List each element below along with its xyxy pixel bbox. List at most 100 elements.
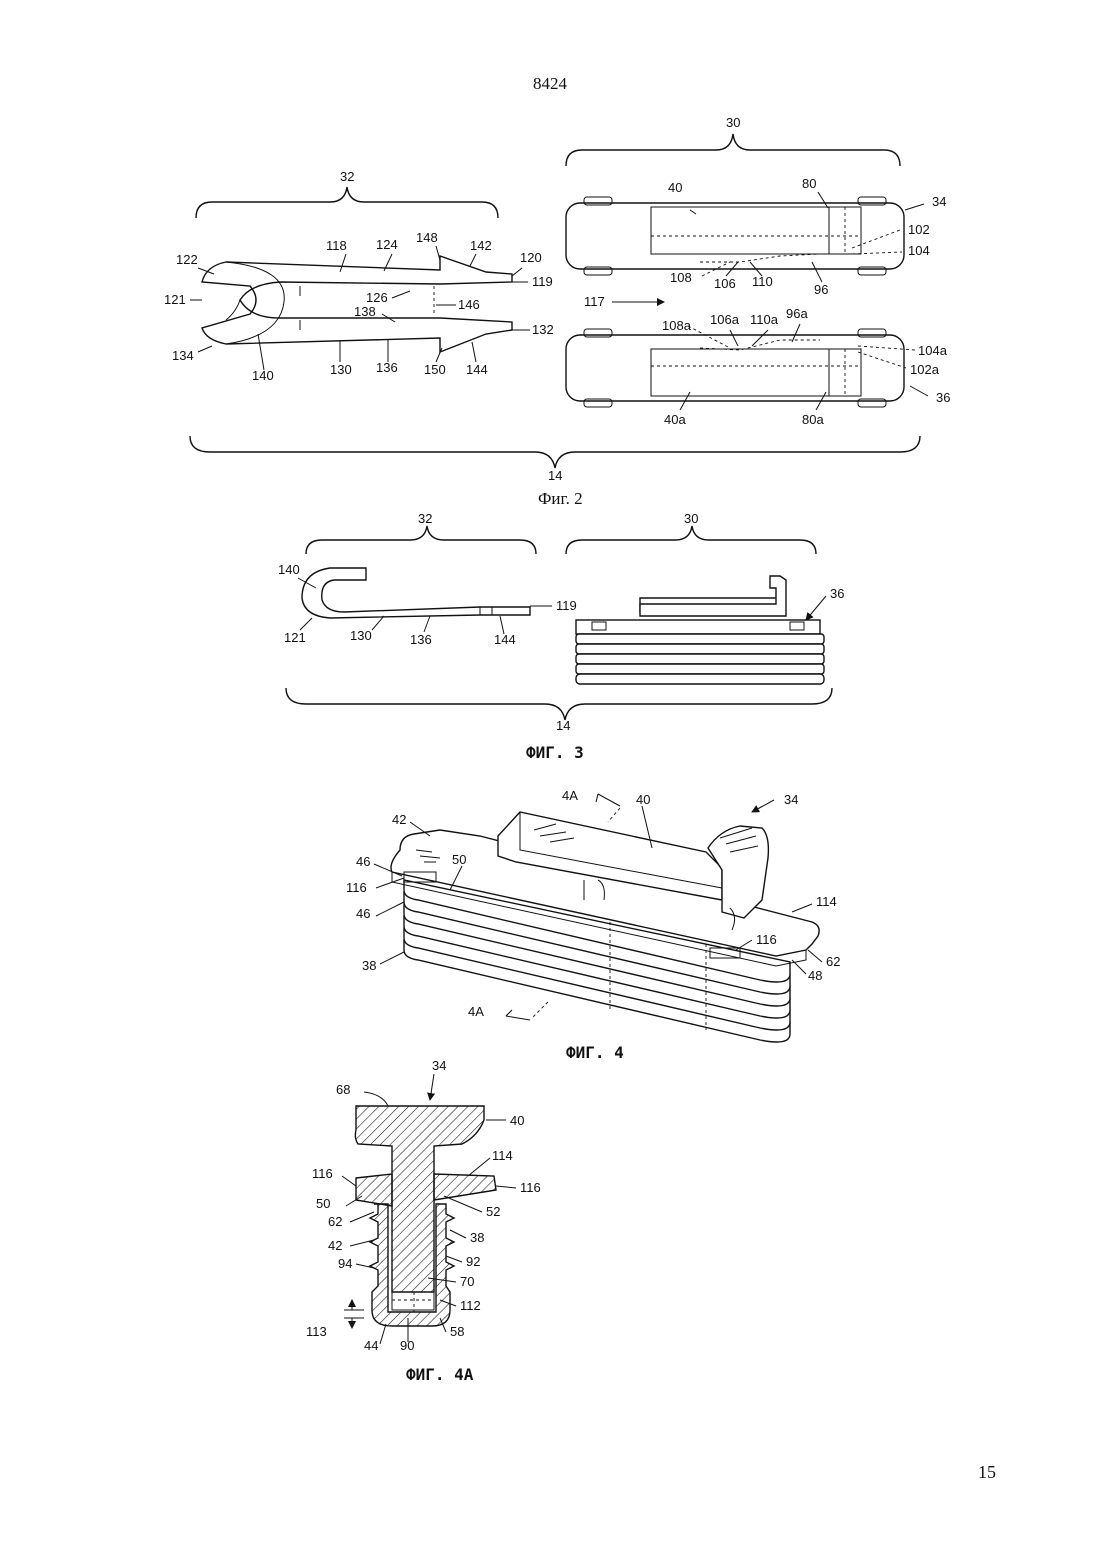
label-38: 38 [470, 1230, 484, 1245]
label-118: 118 [326, 238, 347, 253]
label-132: 132 [532, 322, 554, 337]
label-34: 34 [932, 194, 946, 209]
label-40a: 40a [664, 412, 686, 427]
label-34: 34 [432, 1058, 446, 1073]
label-124: 124 [376, 237, 398, 252]
label-130: 130 [330, 362, 352, 377]
label-62: 62 [826, 954, 840, 969]
label-121: 121 [284, 630, 306, 645]
label-136: 136 [410, 632, 432, 647]
label-142: 142 [470, 238, 492, 253]
label-30: 30 [684, 511, 698, 526]
label-102a: 102a [910, 362, 940, 377]
label-30: 30 [726, 115, 740, 130]
label-140: 140 [252, 368, 274, 383]
label-121: 121 [164, 292, 186, 307]
label-80: 80 [802, 176, 816, 191]
label-106: 106 [714, 276, 736, 291]
figure-4a: 34 68 40 114 116 116 50 52 62 38 42 92 9… [306, 1058, 541, 1384]
label-68: 68 [336, 1082, 350, 1097]
label-42: 42 [328, 1238, 342, 1253]
label-34: 34 [784, 792, 798, 807]
label-32: 32 [340, 169, 354, 184]
sheet-number: 15 [978, 1462, 996, 1483]
hook-member [302, 568, 530, 618]
section-marker-top [596, 794, 620, 822]
brace-30 [566, 526, 816, 554]
label-116-right: 116 [520, 1180, 541, 1195]
label-96a: 96a [786, 306, 808, 321]
label-104: 104 [908, 243, 930, 258]
label-80a: 80a [802, 412, 824, 427]
label-44: 44 [364, 1338, 378, 1353]
label-119: 119 [532, 274, 553, 289]
figure-2: 32 30 14 34 36 40 80 102 104 108 106 110… [164, 115, 950, 508]
label-146: 146 [458, 297, 480, 312]
label-36: 36 [936, 390, 950, 405]
brace-14 [190, 436, 920, 468]
label-150: 150 [424, 362, 446, 377]
label-40: 40 [636, 792, 650, 807]
figure-4-caption: ФИГ. 4 [566, 1043, 624, 1062]
brace-32 [196, 187, 498, 218]
plate-section [356, 1174, 392, 1206]
label-126: 126 [366, 290, 388, 305]
label-40: 40 [668, 180, 682, 195]
label-46-bottom: 46 [356, 906, 370, 921]
label-116-right: 116 [756, 932, 777, 947]
figure-4a-caption: ФИГ. 4A [406, 1365, 474, 1384]
brace-32 [306, 526, 536, 554]
figure-4: 4A 4A 40 34 42 46 50 116 46 38 114 116 6… [346, 788, 840, 1062]
label-50: 50 [316, 1196, 330, 1211]
label-106a: 106a [710, 312, 740, 327]
label-102: 102 [908, 222, 930, 237]
label-108a: 108a [662, 318, 692, 333]
pad-34 [566, 197, 904, 275]
label-38: 38 [362, 958, 376, 973]
label-14: 14 [548, 468, 562, 483]
label-62: 62 [328, 1214, 342, 1229]
label-113: 113 [306, 1324, 327, 1339]
plate-section-right [434, 1174, 496, 1200]
label-4A-bottom: 4A [468, 1004, 484, 1019]
label-58: 58 [450, 1324, 464, 1339]
label-144: 144 [466, 362, 488, 377]
label-90: 90 [400, 1338, 414, 1353]
figure-2-caption: Фиг. 2 [538, 489, 583, 508]
label-117: 117 [584, 294, 605, 309]
label-14: 14 [556, 718, 570, 733]
brace-14 [286, 688, 832, 720]
brace-30 [566, 134, 900, 166]
label-112: 112 [460, 1298, 481, 1313]
label-104a: 104a [918, 343, 948, 358]
figure-3-caption: ФИГ. 3 [526, 743, 584, 762]
label-94: 94 [338, 1256, 352, 1271]
label-136: 136 [376, 360, 398, 375]
label-52: 52 [486, 1204, 500, 1219]
label-116-left: 116 [346, 880, 367, 895]
label-116-left: 116 [312, 1166, 333, 1181]
section-marker-bottom [506, 1002, 548, 1020]
label-148: 148 [416, 230, 438, 245]
label-70: 70 [460, 1274, 474, 1289]
label-96: 96 [814, 282, 828, 297]
pad-side-view [576, 576, 824, 684]
label-32: 32 [418, 511, 432, 526]
label-114: 114 [816, 894, 837, 909]
label-110a: 110a [750, 312, 779, 327]
label-122: 122 [176, 252, 198, 267]
label-48: 48 [808, 968, 822, 983]
label-46-top: 46 [356, 854, 370, 869]
label-144: 144 [494, 632, 516, 647]
label-4A-top: 4A [562, 788, 578, 803]
figure-3: 32 30 14 36 140 119 121 130 136 144 ФИГ.… [278, 511, 844, 762]
label-40: 40 [510, 1113, 524, 1128]
label-110: 110 [752, 274, 773, 289]
label-36: 36 [830, 586, 844, 601]
label-114: 114 [492, 1148, 513, 1163]
label-140: 140 [278, 562, 300, 577]
label-92: 92 [466, 1254, 480, 1269]
label-138: 138 [354, 304, 376, 319]
label-42: 42 [392, 812, 406, 827]
